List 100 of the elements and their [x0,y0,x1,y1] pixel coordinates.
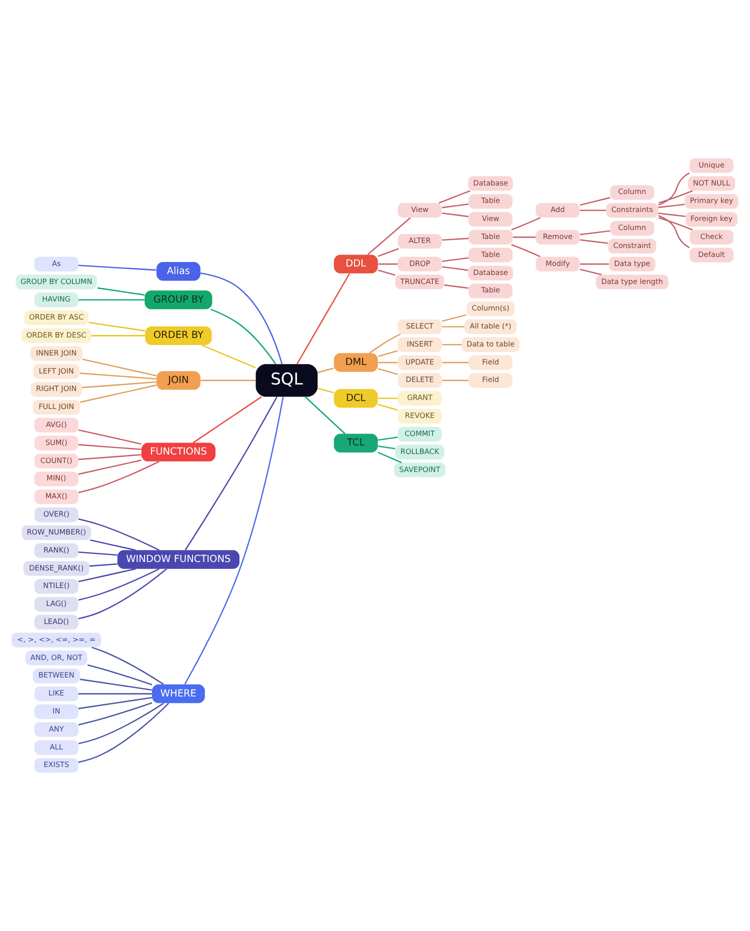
connector [78,568,167,620]
connector [378,446,396,450]
node-box: Data type [609,256,656,272]
node-box: IN [34,704,78,720]
connector [580,239,608,244]
node-box: MIN() [34,472,78,486]
node-box: ORDER BY ASC [24,310,88,326]
node-box: Remove [536,230,580,245]
node-box: ALL [34,740,78,755]
connector [200,272,283,364]
connector [378,436,398,441]
node-box: FULL JOIN [32,400,80,415]
connector [78,429,142,445]
connector [78,568,136,582]
node-box: Column [610,220,654,236]
node-box: TCL [334,434,378,452]
connector [442,238,469,241]
node-box: SELECT [398,319,442,334]
connector [89,563,118,567]
node-box: RIGHT JOIN [30,382,82,397]
connector [378,350,398,357]
connector [80,678,152,691]
node-box: LEFT JOIN [33,364,80,379]
connector [97,287,145,296]
node-box: Field [468,355,513,370]
node-box: GROUP BY [144,290,212,310]
connector [82,358,157,376]
node-box: Constraints [606,203,658,218]
connector [78,702,170,763]
node-box: Table [468,284,513,298]
node-box: View [398,203,442,218]
connector [658,212,686,218]
connector [78,702,152,726]
connector [78,460,160,494]
node-box: View [468,212,513,227]
node-box: Constraint [608,238,656,254]
connector [184,396,278,550]
node-box: As [34,256,78,272]
connector [580,263,609,265]
connector [78,264,156,271]
node-box: OVER() [34,507,78,522]
connector [90,539,136,551]
connector [184,396,284,684]
node-box: ORDER BY DESC [21,328,92,343]
node-box: Data type length [596,274,668,290]
node-box: REVOKE [398,408,442,424]
connector [92,646,164,685]
connector [511,244,540,258]
connector [442,326,464,328]
connector [304,396,346,434]
connector [80,372,156,380]
connector [78,693,152,694]
node-box: Alias [156,262,200,281]
node-box: MAX() [34,490,78,504]
connector [78,696,152,710]
connector [580,268,602,276]
node-box: LAG() [34,596,78,612]
connector [442,362,468,364]
node-box: ORDER BY [145,326,212,346]
connector [200,380,256,382]
node-box: SQL [256,364,318,397]
connector [378,404,398,411]
connector [442,204,469,208]
connector [378,248,399,257]
connector [80,384,157,403]
connector [658,204,685,208]
node-box: DCL [334,389,378,408]
node-box: AVG() [34,418,78,433]
node-box: UPDATE [398,355,442,370]
connector [658,190,693,204]
connector [438,190,470,204]
node-box: HAVING [34,292,78,308]
node-box: Data to table [462,337,520,352]
connector [78,518,160,551]
node-box: Table [468,248,513,262]
node-box: Unique [690,158,734,173]
connector [442,266,468,271]
node-box: Column(s) [466,302,515,316]
node-box: EXISTS [34,758,78,773]
node-box: DELETE [398,373,442,388]
connector [318,368,334,374]
connector [442,344,462,346]
connector [511,217,540,230]
connector [78,454,142,460]
node-box: Primary key [684,194,738,209]
connector [658,172,690,206]
connector [580,230,610,236]
connector [442,314,466,322]
node-box: DDL [334,254,378,274]
node-box: SUM() [34,436,78,450]
node-box: COUNT() [34,454,78,468]
connector [367,217,411,255]
node-box: ANY [34,722,78,737]
connector [78,551,118,556]
node-box: TRUNCATE [395,274,444,290]
node-box: DML [334,353,378,372]
node-box: ROLLBACK [395,444,444,460]
connector [658,215,690,248]
connector [78,299,145,301]
node-box: AND, OR, NOT [25,650,88,666]
